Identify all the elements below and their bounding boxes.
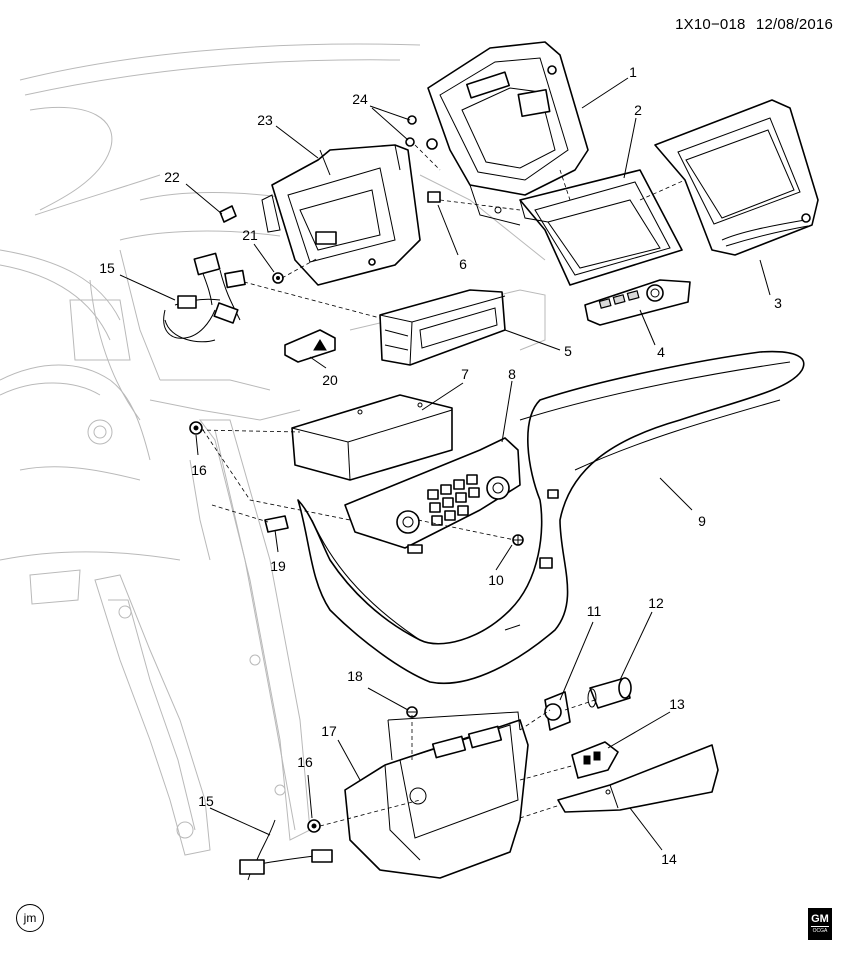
gm-logo-text: GM	[811, 913, 829, 927]
callout-5: 5	[564, 343, 572, 359]
display-bracket-1	[427, 41, 589, 226]
callout-8: 8	[508, 366, 516, 382]
diagram-date: 12/08/2016	[755, 16, 833, 33]
callout-4: 4	[657, 344, 665, 360]
callout-13: 13	[669, 696, 685, 712]
callout-15-lower: 15	[198, 793, 214, 809]
assembly-lines	[199, 144, 686, 827]
control-panel-4	[584, 279, 691, 326]
callout-23: 23	[257, 112, 273, 128]
leader-lines	[119, 77, 771, 851]
callout-16-lower: 16	[297, 754, 313, 770]
callout-22: 22	[164, 169, 180, 185]
callout-9: 9	[698, 513, 706, 529]
callout-15-upper: 15	[99, 260, 115, 276]
clip-19	[264, 515, 289, 533]
fastener-16-lower	[307, 819, 321, 833]
power-outlet-12	[587, 677, 632, 709]
illustrator-mark: jm	[16, 904, 44, 932]
gm-logo: GM OCGA	[808, 908, 832, 940]
callout-17: 17	[321, 723, 337, 739]
gm-logo-subtext: OCGA	[812, 928, 828, 934]
display-bezel-3	[654, 99, 819, 256]
callout-21: 21	[242, 227, 258, 243]
callout-1: 1	[629, 64, 637, 80]
fastener-16-upper	[189, 421, 203, 435]
callout-12: 12	[648, 595, 664, 611]
radio-module-5	[379, 289, 506, 366]
diagram-header: 1X10−018 12/08/2016	[669, 16, 833, 33]
callout-7: 7	[461, 366, 469, 382]
wiring-harness-lower	[239, 819, 333, 881]
socket-housing-11	[544, 691, 571, 731]
callout-3: 3	[774, 295, 782, 311]
callout-20: 20	[322, 372, 338, 388]
callout-19: 19	[270, 558, 286, 574]
ghost-dashboard	[0, 43, 561, 856]
clip-22	[219, 205, 237, 223]
callout-24: 24	[352, 91, 368, 107]
callout-11: 11	[586, 603, 602, 619]
wiring-harness-upper	[163, 252, 246, 343]
radio-bracket-23	[261, 144, 421, 286]
fastener-21	[272, 272, 284, 284]
callout-2: 2	[634, 102, 642, 118]
screws-24	[405, 115, 438, 150]
module-20	[284, 329, 336, 363]
usb-port-13	[571, 741, 619, 779]
clip-6	[427, 191, 441, 203]
climate-control-8	[344, 437, 521, 554]
console-bracket-17	[344, 711, 529, 879]
display-screen-2	[519, 169, 683, 286]
callout-14: 14	[661, 851, 677, 867]
amplifier-7	[291, 394, 453, 481]
callout-18: 18	[347, 668, 363, 684]
trim-bezel-14	[557, 744, 719, 813]
trim-panel-9	[297, 350, 805, 684]
callout-6: 6	[459, 256, 467, 272]
screw-10	[512, 534, 524, 546]
callout-10: 10	[488, 572, 504, 588]
climate-buttons	[427, 474, 480, 526]
diagram-id: 1X10−018	[675, 16, 746, 33]
callout-16-upper: 16	[191, 462, 207, 478]
